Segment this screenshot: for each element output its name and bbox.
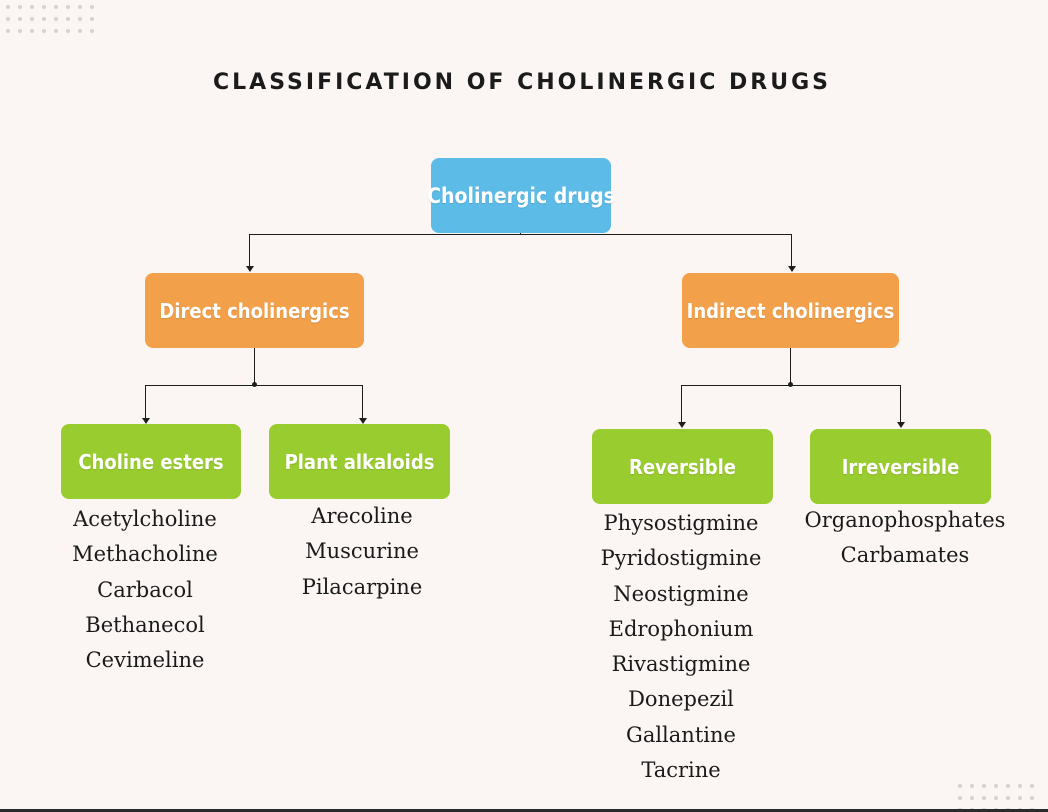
decorative-dot [1030,796,1034,800]
page-title: CLASSIFICATION OF CHOLINERGIC DRUGS [213,70,831,95]
drug-item: Edrophonium [608,616,754,641]
drug-item: Cevimeline [85,648,205,673]
decorative-dot [970,784,974,788]
decorative-dot [1018,796,1022,800]
decorative-dot [970,796,974,800]
drug-item: Physostigmine [603,511,759,535]
node-reversible: Reversible [592,429,773,504]
node-irreversible: Irreversible [810,429,991,504]
drug-item: Acetylcholine [73,507,217,531]
decorative-dot [66,17,70,21]
decorative-dot [66,29,70,33]
decorative-dot [1006,796,1010,800]
decorative-dot [982,796,986,800]
decorative-dot [1006,784,1010,788]
decorative-dot [42,29,46,33]
decorative-dot [78,5,82,9]
drug-item: Donepezil [628,687,734,712]
decorative-dot [54,17,58,21]
irreversible-drug-list: Organophosphates Carbamates [785,503,1025,574]
node-choline-esters: Choline esters [61,424,241,499]
decorative-dot [90,29,94,33]
decorative-dot [994,796,998,800]
decorative-dot [1018,784,1022,788]
node-direct-cholinergics: Direct cholinergics [145,273,364,348]
drug-item: Arecoline [311,504,413,528]
decorative-dot [982,784,986,788]
decorative-dot [42,5,46,9]
decorative-dots-bottom-right [950,780,1048,812]
drug-item: Carbacol [97,577,193,602]
decorative-dot [78,17,82,21]
drug-item: Rivastigmine [611,652,751,677]
drug-item: Gallantine [626,722,736,747]
decorative-dot [1030,784,1034,788]
drug-item: Methacholine [72,542,218,567]
decorative-dot [6,17,10,21]
decorative-dot [994,784,998,788]
decorative-dot [6,5,10,9]
drug-item: Muscurine [305,539,419,564]
decorative-dot [18,5,22,9]
plant-alkaloids-drug-list: Arecoline Muscurine Pilacarpine [262,499,462,605]
decorative-dot [78,29,82,33]
decorative-dot [90,17,94,21]
node-indirect-cholinergics: Indirect cholinergics [682,273,899,348]
decorative-dot [18,17,22,21]
drug-item: Organophosphates [804,508,1006,532]
choline-esters-drug-list: Acetylcholine Methacholine Carbacol Beth… [45,502,245,678]
bottom-border [0,809,1048,812]
decorative-dot [30,5,34,9]
decorative-dot [54,5,58,9]
decorative-dot [6,29,10,33]
decorative-dot [958,784,962,788]
drug-item: Tacrine [641,758,721,783]
drug-item: Bethanecol [85,612,205,637]
decorative-dot [30,29,34,33]
decorative-dot [958,796,962,800]
drug-item: Pilacarpine [301,574,423,599]
decorative-dot [66,5,70,9]
drug-item: Neostigmine [613,581,749,606]
decorative-dot [54,29,58,33]
decorative-dot [18,29,22,33]
node-cholinergic-drugs: Cholinergic drugs [427,158,615,233]
decorative-dots-top-left [0,0,100,40]
node-plant-alkaloids: Plant alkaloids [269,424,450,499]
drug-item: Carbamates [840,543,970,568]
decorative-dot [42,17,46,21]
drug-item: Pyridostigmine [600,546,762,571]
decorative-dot [90,5,94,9]
reversible-drug-list: Physostigmine Pyridostigmine Neostigmine… [571,506,791,788]
decorative-dot [30,17,34,21]
